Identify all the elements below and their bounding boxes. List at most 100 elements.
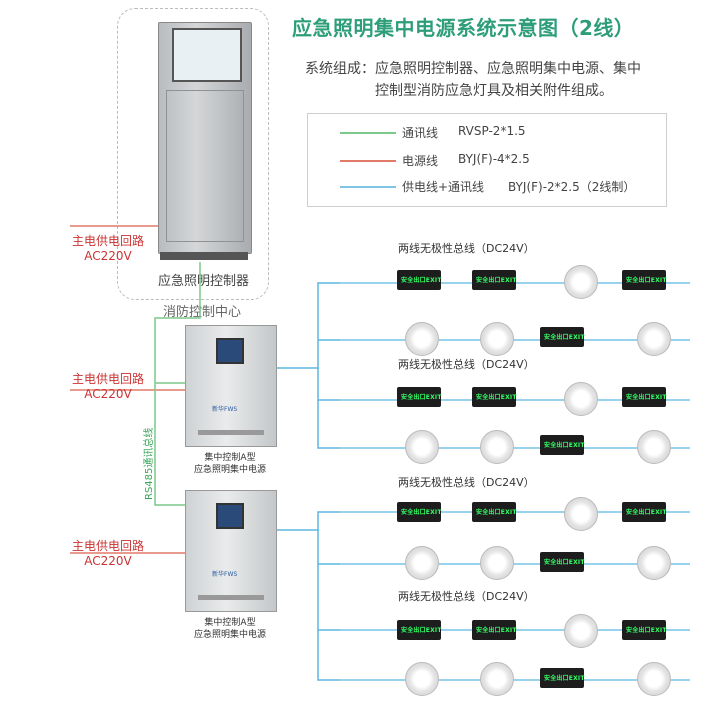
dc24v-bus-wires xyxy=(275,282,340,681)
exit-sign-text: 安全出口EXIT xyxy=(476,627,517,634)
exit-sign: 安全出口EXIT xyxy=(622,502,666,522)
exit-sign-text: 安全出口EXIT xyxy=(544,675,585,682)
downlight xyxy=(480,662,514,696)
mains-voltage-label: AC220V xyxy=(84,249,132,263)
power-box-name: 应急照明集中电源 xyxy=(193,465,266,475)
exit-sign-text: 安全出口EXIT xyxy=(476,277,517,284)
legend-swatch-comm xyxy=(340,132,396,134)
power-box-screen xyxy=(216,503,244,529)
power-box-screen xyxy=(216,338,244,364)
power-box-2-label: 集中控制A型 应急照明集中电源 xyxy=(185,617,275,641)
exit-sign-text: 安全出口EXIT xyxy=(544,559,585,566)
bus-wire-f xyxy=(317,530,340,565)
rs485-bus-wire xyxy=(154,262,201,506)
controller-screen xyxy=(172,28,242,82)
exit-sign: 安全出口EXIT xyxy=(397,387,441,407)
mains-voltage-label: AC220V xyxy=(84,387,132,401)
downlight xyxy=(637,322,671,356)
composition-line-2: 控制型消防应急灯具及相关附件组成。 xyxy=(375,83,613,99)
downlight xyxy=(564,497,598,531)
bus-wire-c xyxy=(317,368,340,401)
exit-sign-text: 安全出口EXIT xyxy=(626,509,667,516)
bus-label-2: 两线无极性总线（DC24V） xyxy=(398,358,535,371)
downlight xyxy=(480,546,514,580)
power-box-logo: 新华FWS xyxy=(212,571,238,578)
exit-sign-text: 安全出口EXIT xyxy=(626,277,667,284)
exit-sign-text: 安全出口EXIT xyxy=(401,277,442,284)
exit-sign-text: 安全出口EXIT xyxy=(626,394,667,401)
downlight xyxy=(637,662,671,696)
rs485-bus-label: RS485通讯总线 xyxy=(144,427,155,500)
diagram-title: 应急照明集中电源系统示意图（2线） xyxy=(292,16,635,40)
downlight xyxy=(405,322,439,356)
legend-label-power: 电源线 xyxy=(402,154,439,168)
mains-circuit-label: 主电供电回路 xyxy=(72,234,145,248)
bus-label-3: 两线无极性总线（DC24V） xyxy=(398,476,535,489)
downlight xyxy=(480,430,514,464)
downlight xyxy=(564,382,598,416)
bus-wire-d xyxy=(317,400,340,449)
downlight xyxy=(405,430,439,464)
exit-sign: 安全出口EXIT xyxy=(540,435,584,455)
legend-label-comm: 通讯线 xyxy=(402,126,439,140)
bus-label-1: 两线无极性总线（DC24V） xyxy=(398,242,535,255)
power-box-nameplate xyxy=(198,595,264,600)
mains-circuit-label: 主电供电回路 xyxy=(72,539,145,553)
exit-sign-text: 安全出口EXIT xyxy=(401,394,442,401)
downlight xyxy=(637,430,671,464)
exit-sign-text: 安全出口EXIT xyxy=(544,442,585,449)
bus-wire-g xyxy=(317,564,340,631)
exit-sign: 安全出口EXIT xyxy=(472,502,516,522)
exit-sign: 安全出口EXIT xyxy=(397,270,441,290)
mains-voltage-label: AC220V xyxy=(84,554,132,568)
power-box-1-label: 集中控制A型 应急照明集中电源 xyxy=(185,452,275,476)
downlight xyxy=(405,662,439,696)
cabinet-door xyxy=(166,90,244,242)
line-legend: 通讯线 RVSP-2*1.5 电源线 BYJ(F)-4*2.5 供电线+通讯线 … xyxy=(307,113,667,207)
mains-label-2: 主电供电回路 AC220V xyxy=(72,370,144,401)
fire-control-center-boundary xyxy=(117,8,269,300)
exit-sign-text: 安全出口EXIT xyxy=(544,334,585,341)
exit-sign: 安全出口EXIT xyxy=(540,327,584,347)
downlight xyxy=(405,546,439,580)
exit-sign: 安全出口EXIT xyxy=(397,502,441,522)
system-composition: 系统组成：应急照明控制器、应急照明集中电源、集中 控制型消防应急灯具及相关附件组… xyxy=(305,58,641,102)
exit-sign: 安全出口EXIT xyxy=(622,387,666,407)
exit-sign: 安全出口EXIT xyxy=(472,270,516,290)
legend-spec-comm: RVSP-2*1.5 xyxy=(458,124,526,138)
exit-sign: 安全出口EXIT xyxy=(540,552,584,572)
exit-sign: 安全出口EXIT xyxy=(540,668,584,688)
bus-wire-h xyxy=(317,630,340,681)
controller-label: 应急照明控制器 xyxy=(158,274,250,289)
downlight xyxy=(564,265,598,299)
bus-wire-a xyxy=(275,282,340,369)
mains-circuit-label: 主电供电回路 xyxy=(72,372,145,386)
exit-sign-text: 安全出口EXIT xyxy=(476,509,517,516)
legend-item-comm: 通讯线 RVSP-2*1.5 xyxy=(308,122,664,142)
power-box-type: 集中控制A型 xyxy=(204,618,256,628)
exit-sign: 安全出口EXIT xyxy=(622,620,666,640)
downlight xyxy=(637,546,671,580)
mains-label-1: 主电供电回路 AC220V xyxy=(72,232,144,263)
exit-sign: 安全出口EXIT xyxy=(622,270,666,290)
power-box-name: 应急照明集中电源 xyxy=(193,630,266,640)
legend-item-bus: 供电线+通讯线 BYJ(F)-2*2.5（2线制） xyxy=(308,176,664,196)
legend-spec-power: BYJ(F)-4*2.5 xyxy=(458,152,530,166)
power-box-logo: 新华FWS xyxy=(212,406,238,413)
exit-sign: 安全出口EXIT xyxy=(472,387,516,407)
legend-item-power: 电源线 BYJ(F)-4*2.5 xyxy=(308,150,664,170)
legend-swatch-bus xyxy=(340,186,396,188)
downlight xyxy=(564,614,598,648)
exit-sign-text: 安全出口EXIT xyxy=(626,627,667,634)
central-power-box-1: 新华FWS xyxy=(185,325,277,447)
bus-label-4: 两线无极性总线（DC24V） xyxy=(398,590,535,603)
control-center-label: 消防控制中心 xyxy=(163,305,242,320)
cabinet-base xyxy=(160,252,248,260)
central-power-box-2: 新华FWS xyxy=(185,490,277,612)
power-box-type: 集中控制A型 xyxy=(204,453,256,463)
exit-sign-text: 安全出口EXIT xyxy=(401,627,442,634)
downlight xyxy=(480,322,514,356)
legend-label-bus: 供电线+通讯线 xyxy=(402,180,485,194)
legend-swatch-power xyxy=(340,160,396,162)
